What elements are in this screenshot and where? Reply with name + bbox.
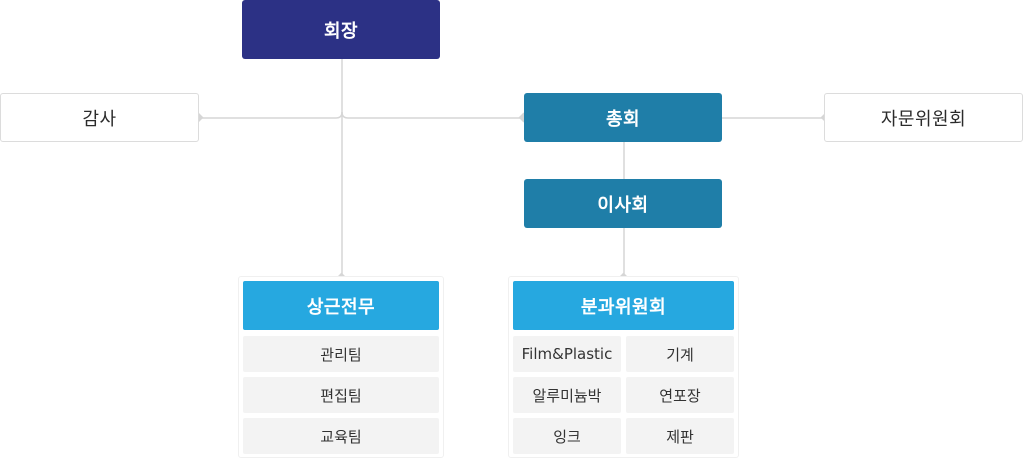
auditor-node[interactable]: 감사 [0, 93, 199, 142]
subcommittees-header[interactable]: 분과위원회 [513, 281, 734, 330]
chairman-node[interactable]: 회장 [242, 0, 440, 59]
subcommittee-item[interactable]: Film&Plastic [513, 336, 621, 372]
connector-auditor-chairman [199, 111, 343, 119]
team-item[interactable]: 관리팀 [243, 336, 439, 372]
auditor-label: 감사 [82, 108, 117, 130]
subcommittees-label: 분과위원회 [580, 296, 667, 318]
general-assembly-node[interactable]: 총회 [524, 93, 722, 142]
subcommittee-item[interactable]: 기계 [626, 336, 734, 372]
board-of-directors-label: 이사회 [597, 194, 649, 216]
advisory-committee-node[interactable]: 자문위원회 [824, 93, 1023, 142]
subcommittees-group: 분과위원회 Film&Plastic 기계 알루미늄박 연포장 잉크 제판 [508, 276, 739, 458]
team-item[interactable]: 교육팀 [243, 418, 439, 454]
standing-executive-group: 상근전무 관리팀 편집팀 교육팀 [238, 276, 444, 458]
team-item[interactable]: 편집팀 [243, 377, 439, 413]
subcommittee-item[interactable]: 제판 [626, 418, 734, 454]
subcommittees-items: Film&Plastic 기계 알루미늄박 연포장 잉크 제판 [513, 336, 734, 454]
standing-executive-label: 상근전무 [306, 296, 376, 318]
chairman-label: 회장 [323, 20, 359, 42]
subcommittee-item[interactable]: 알루미늄박 [513, 377, 621, 413]
general-assembly-label: 총회 [605, 108, 641, 130]
subcommittee-item[interactable]: 연포장 [626, 377, 734, 413]
standing-executive-teams: 관리팀 편집팀 교육팀 [243, 336, 439, 454]
board-of-directors-node[interactable]: 이사회 [524, 179, 722, 228]
advisory-committee-label: 자문위원회 [880, 108, 967, 130]
subcommittee-item[interactable]: 잉크 [513, 418, 621, 454]
standing-executive-header[interactable]: 상근전무 [243, 281, 439, 330]
connector-chairman-assembly [341, 111, 525, 119]
